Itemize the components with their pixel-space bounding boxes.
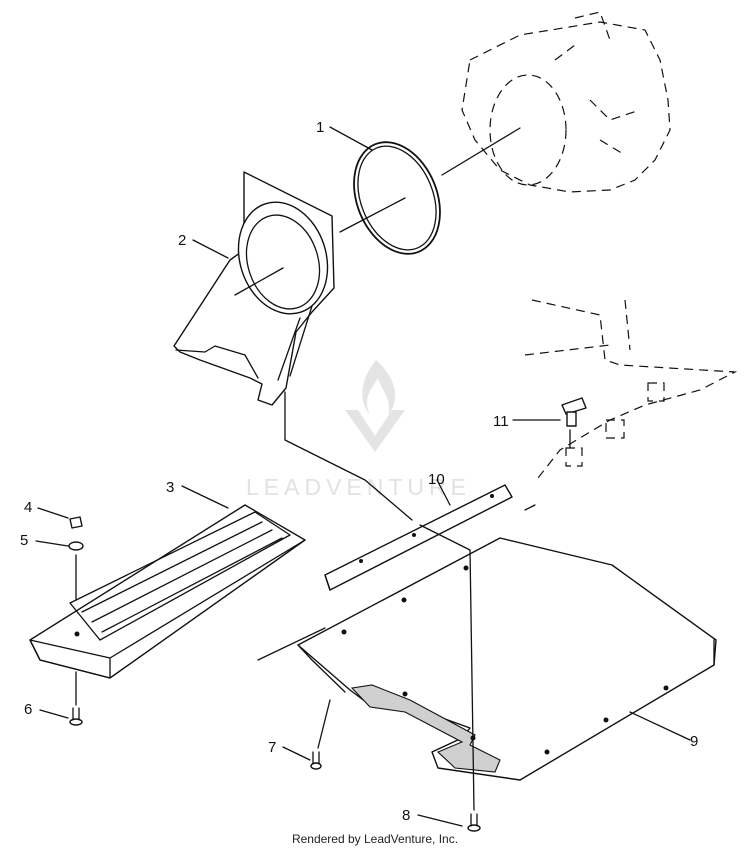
support-bar <box>324 484 513 591</box>
callout-9: 9 <box>690 733 698 750</box>
callout-3: 3 <box>166 479 174 496</box>
callout-6: 6 <box>24 701 32 718</box>
floor-pan <box>297 537 717 781</box>
callout-5: 5 <box>20 532 28 549</box>
callout-8: 8 <box>402 807 410 824</box>
screw-8 <box>467 813 481 832</box>
callout-labels: 1 2 3 4 5 6 7 8 9 10 11 <box>20 119 698 824</box>
callout-1: 1 <box>316 119 324 136</box>
fastener-stack-left <box>68 516 84 726</box>
leader-lines <box>35 126 691 827</box>
running-board <box>29 504 306 679</box>
callout-4: 4 <box>24 499 32 516</box>
push-rivet <box>561 397 587 427</box>
screw-7 <box>310 751 322 770</box>
watermark-text: LEADVENTURE <box>246 474 471 500</box>
intake-shroud <box>173 171 335 406</box>
callout-10: 10 <box>428 471 445 488</box>
callout-11: 11 <box>493 413 509 430</box>
watermark-logo: LEADVENTURE <box>246 360 471 500</box>
o-ring <box>353 141 441 255</box>
callout-2: 2 <box>178 232 186 249</box>
engine-housing <box>461 11 671 193</box>
callout-7: 7 <box>268 739 276 756</box>
render-credit: Rendered by LeadVenture, Inc. <box>291 832 459 846</box>
frame-outline <box>524 299 738 479</box>
assembly-lines <box>234 127 571 811</box>
